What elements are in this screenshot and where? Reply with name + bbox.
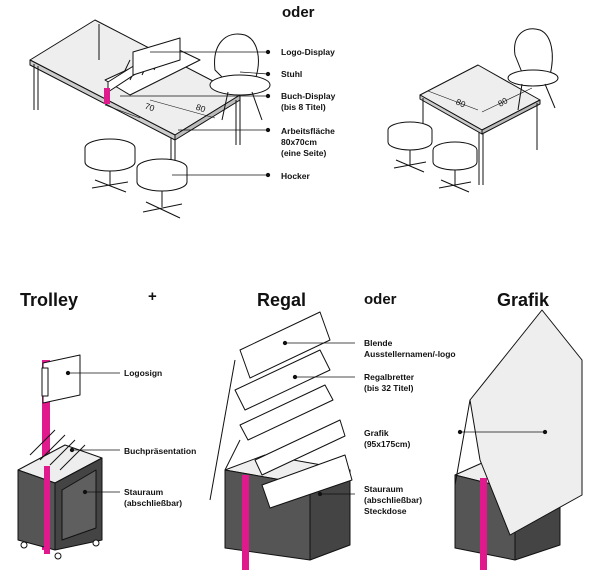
title-grafik: Grafik bbox=[497, 290, 550, 310]
label-regal-stauraum: Stauraum bbox=[364, 484, 404, 494]
label-regalbretter: Regalbretter bbox=[364, 372, 415, 382]
label-logosign: Logosign bbox=[124, 368, 163, 378]
leaders-trolley bbox=[65, 370, 120, 495]
regal bbox=[209, 311, 353, 570]
oder-top: oder bbox=[282, 4, 315, 21]
label-hocker: Hocker bbox=[281, 171, 310, 181]
label-regalbretter-sub: (bis 32 Titel) bbox=[364, 383, 414, 393]
trolley bbox=[17, 354, 103, 560]
label-buch-display: Buch-Display bbox=[281, 91, 336, 101]
work-table-right bbox=[419, 64, 541, 185]
label-arbeitsflaeche-size: 80x70cm bbox=[281, 137, 317, 147]
label-blende-sub: Ausstellernamen/-logo bbox=[364, 349, 456, 359]
logo-display bbox=[132, 37, 181, 76]
stool-right-2 bbox=[432, 141, 478, 193]
stool-right-1 bbox=[387, 121, 433, 173]
label-blende: Blende bbox=[364, 338, 393, 348]
accent-strip-table bbox=[104, 88, 110, 104]
stool-left-1 bbox=[84, 138, 136, 193]
label-arbeitsflaeche-sub: (eine Seite) bbox=[281, 148, 327, 158]
leaders-top bbox=[120, 49, 271, 178]
leaders-grafik bbox=[457, 429, 548, 435]
label-arbeitsflaeche: Arbeitsfläche bbox=[281, 126, 335, 136]
label-grafik: Grafik bbox=[364, 428, 389, 438]
label-stuhl: Stuhl bbox=[281, 69, 303, 79]
stool-left-2 bbox=[136, 158, 188, 219]
label-buch-display-sub: (bis 8 Titel) bbox=[281, 102, 326, 112]
label-logo-display: Logo-Display bbox=[281, 47, 335, 57]
oder-bottom: oder bbox=[364, 291, 397, 308]
label-buchpraesentation: Buchpräsentation bbox=[124, 446, 197, 456]
label-trolley-stauraum-sub: (abschließbar) bbox=[124, 498, 183, 508]
title-regal: Regal bbox=[257, 290, 307, 310]
leaders-regal bbox=[282, 340, 355, 497]
grafik-stand bbox=[454, 309, 583, 570]
title-trolley: Trolley bbox=[20, 290, 79, 310]
title-plus: + bbox=[148, 288, 157, 305]
label-steckdose: Steckdose bbox=[364, 506, 407, 516]
label-grafik-size: (95x175cm) bbox=[364, 439, 411, 449]
chair-right bbox=[507, 28, 559, 111]
label-trolley-stauraum: Stauraum bbox=[124, 487, 164, 497]
label-regal-stauraum-sub: (abschließbar) bbox=[364, 495, 423, 505]
